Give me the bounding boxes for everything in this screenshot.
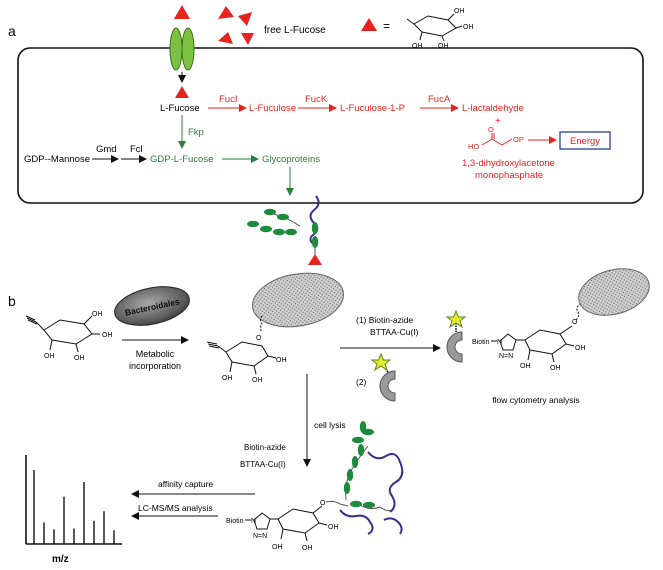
captured-glycoprotein [325,421,404,535]
affinity-capture-label: affinity capture [158,479,213,489]
fucose-transporter [169,27,195,71]
flow-glycan-linker [575,303,581,321]
alkynyl-fucose-oh-1: OH [102,332,113,339]
flow-sugar-o: O [572,319,578,326]
mz-label: m/z [52,554,69,565]
flow-cell [578,268,650,316]
flow-triazole-n: N [497,339,502,346]
fucose-structure-oh-left: OH [412,43,423,50]
fucose-triangle-outside [174,5,190,19]
flow-cytometry-label: flow cytometry analysis [492,395,579,405]
dhap-name-line2: monophasphate [475,170,543,181]
free-fucose-label: free L-Fucose [264,25,326,36]
flow-sugar-oh-1: OH [575,345,586,352]
labeled-sugar-oh-2: OH [252,377,263,384]
mass-spectrum [25,455,122,545]
labeled-sugar-oh-1: OH [276,357,287,364]
labeled-sugar-oh-3: OH [222,375,233,382]
dhap-ho: HO [468,142,479,151]
fuck-label: FucK [305,94,328,105]
surface-glycoprotein-a [247,195,322,265]
free-fucose-triangles [218,6,254,45]
captured-sugar-oh-1: OH [328,524,339,531]
captured-sugar-oh-2: OH [302,545,313,552]
labeled-sugar-o: O [256,335,262,342]
dhap-o: O [488,125,494,134]
fkp-label: Fkp [188,127,204,138]
gdp-fucose-label: GDP-L-Fucose [150,154,213,165]
panel-b-label: b [8,293,16,309]
alkynyl-fucose-oh-2: OH [92,311,103,318]
lcms-label: LC-MS/MS analysis [138,503,213,513]
lysis-catalyst-label: BTTAA-Cu(I) [240,460,286,469]
glycan-linker [260,315,263,333]
captured-sugar-structure [270,505,328,542]
energy-box [559,131,611,150]
captured-sugar-oh-3: OH [272,544,283,551]
flow-sugar-oh-3: OH [520,363,531,370]
flow-triazole-neqn: N=N [499,353,513,360]
fcl-label: Fcl [130,144,143,155]
l-fuculose-1p-label: L-Fuculose-1-P [340,103,405,114]
step1-catalyst: BTTAA-Cu(I) [370,327,419,337]
fucose-structure-oh-right: OH [463,24,474,31]
metabolic-label: Metabolic [136,349,175,359]
flow-sugar-structure [516,325,575,363]
bacteroidales-cell [114,286,190,326]
energy-label: Energy [570,136,600,147]
plus-sign: + [495,116,501,127]
flow-triazole [499,333,517,351]
l-fuculose-label: L-Fuculose [249,103,296,114]
cell-lysis-label: cell lysis [314,420,346,430]
legend-triangle [361,18,377,31]
flow-sugar-oh-2: OH [550,365,561,372]
flow-probe-bound [445,309,467,363]
dhap-op: OP [513,135,524,144]
incorporation-label: incorporation [129,361,181,371]
fuci-label: FucI [219,94,237,105]
captured-biotin-label: Biotin [226,518,244,525]
gmd-label: Gmd [96,144,117,155]
gdp-mannose-label: GDP--Mannose [24,154,90,165]
alkynyl-fucose-oh-3: OH [74,355,85,362]
legend-equals: = [383,19,390,33]
flow-biotin-label: Biotin [472,339,490,346]
l-fucose-label: L-Fucose [160,103,200,114]
dhap-name-line1: 1,3-dihydroxylacetone [462,158,555,169]
alkynyl-fucose-structure [25,315,100,353]
captured-sugar-o: O [320,500,326,507]
captured-triazole-neqn: N=N [253,533,267,540]
alkynyl-fucose-oh-4: OH [44,353,55,360]
fucose-structure [406,13,463,42]
captured-triazole-n: N [251,518,256,525]
fucose-structure-oh-top: OH [454,8,465,15]
step1-label: (1) Biotin-azide [356,315,413,325]
labeled-cell [251,272,345,328]
fuca-label: FucA [428,94,451,105]
streptavidin-fluor-probe [370,352,396,402]
labeled-sugar-structure [206,341,277,375]
lysis-reagent-label: Biotin-azide [244,443,286,452]
step2-label: (2) [356,377,367,387]
panel-a-label: a [8,23,16,39]
captured-triazole [253,512,271,530]
fucose-triangle-inside [175,86,189,98]
cell-membrane [17,47,644,204]
glycoproteins-label: Glycoproteins [262,154,320,165]
dhap-structure [481,133,513,146]
fucose-structure-oh-bottom: OH [438,43,449,50]
l-lactaldehyde-label: L-lactaldehyde [462,103,524,114]
